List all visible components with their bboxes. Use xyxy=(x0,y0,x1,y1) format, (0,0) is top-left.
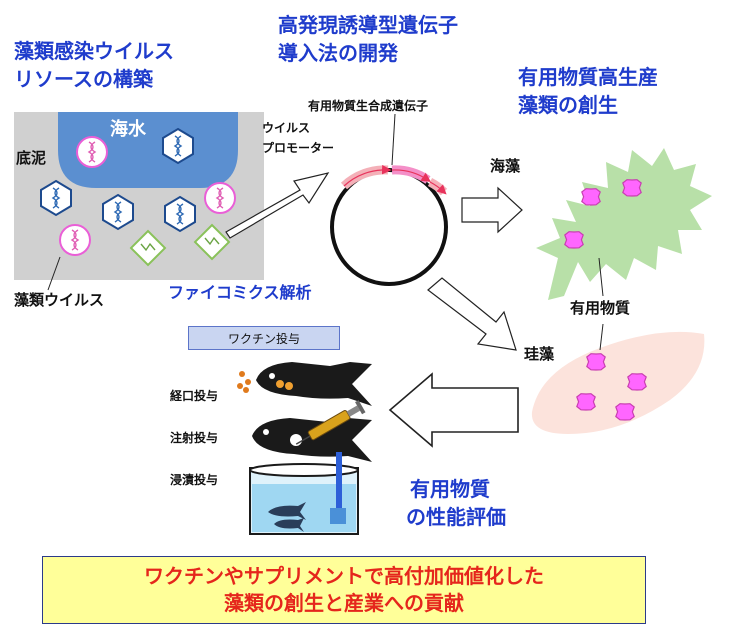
conclusion-banner: ワクチンやサプリメントで高付加価値化した 藻類の創生と産業への貢献 xyxy=(42,556,646,624)
virus-leader-line xyxy=(47,256,61,291)
seaweed-body xyxy=(536,148,712,300)
virus-round xyxy=(76,136,108,168)
substance-particle xyxy=(622,179,642,197)
virus-diamond xyxy=(129,229,167,267)
fish-oral xyxy=(237,362,372,406)
arrow-to-seaweed xyxy=(461,186,523,234)
seaweed xyxy=(536,148,712,300)
label-algal-virus: 藻類ウイルス xyxy=(14,291,105,309)
virus-round xyxy=(204,182,236,214)
substance-particle xyxy=(581,188,601,206)
virus-hexagon xyxy=(164,195,196,233)
title-resource-line1: 藻類感染ウイルス xyxy=(14,39,174,63)
title-evaluation-line1: 有用物質 xyxy=(410,477,490,501)
banner-line1: ワクチンやサプリメントで高付加価値化した xyxy=(144,564,544,588)
substance-particle xyxy=(586,353,606,371)
substance-particle xyxy=(576,393,596,411)
diatom xyxy=(531,323,705,434)
virus-hexagon xyxy=(102,193,134,231)
virus-hexagon xyxy=(162,127,194,165)
label-useful-substance: 有用物質 xyxy=(570,299,631,317)
fish-injection xyxy=(252,400,372,462)
diatom-body xyxy=(531,331,705,434)
virus-round xyxy=(59,224,91,256)
title-evaluation-line2: の性能評価 xyxy=(406,505,506,529)
label-diatom: 珪藻 xyxy=(524,345,555,363)
title-phycomics: ファイコミクス解析 xyxy=(168,283,312,302)
substance-particle xyxy=(615,403,635,421)
gene-vector xyxy=(330,113,448,286)
label-seaweed: 海藻 xyxy=(490,157,521,175)
label-promoter-line2: プロモーター xyxy=(262,141,335,155)
label-sediment: 底泥 xyxy=(16,149,47,167)
virus-diamond xyxy=(193,223,231,261)
label-immersion: 浸漬投与 xyxy=(170,473,219,487)
title-method-line2: 導入法の開発 xyxy=(278,41,398,65)
substance-particle xyxy=(627,373,647,391)
vaccine-admin-box: ワクチン投与 xyxy=(188,326,340,350)
label-injection: 注射投与 xyxy=(170,431,219,445)
virus-resource-panel xyxy=(14,112,264,291)
substance-particle xyxy=(564,231,584,249)
arrow-to-vector xyxy=(225,172,330,239)
label-seawater: 海水 xyxy=(110,119,146,140)
title-creation-line1: 有用物質高生産 xyxy=(518,65,658,89)
seawater-region xyxy=(58,112,238,188)
arrow-to-diatom xyxy=(427,277,517,351)
title-creation-line2: 藻類の創生 xyxy=(518,93,618,117)
title-resource-line2: リソースの構築 xyxy=(14,67,153,91)
label-biosynthesis-gene: 有用物質生合成遺伝子 xyxy=(308,99,429,113)
label-oral: 経口投与 xyxy=(170,389,219,403)
banner-line2: 藻類の創生と産業への貢献 xyxy=(224,591,464,615)
immersion-tank xyxy=(249,452,359,535)
arrow-to-evaluation xyxy=(388,372,519,448)
label-virus-line1: ウイルス xyxy=(262,121,311,135)
title-method-line1: 高発現誘導型遺伝子 xyxy=(278,13,458,37)
virus-hexagon xyxy=(40,179,72,217)
